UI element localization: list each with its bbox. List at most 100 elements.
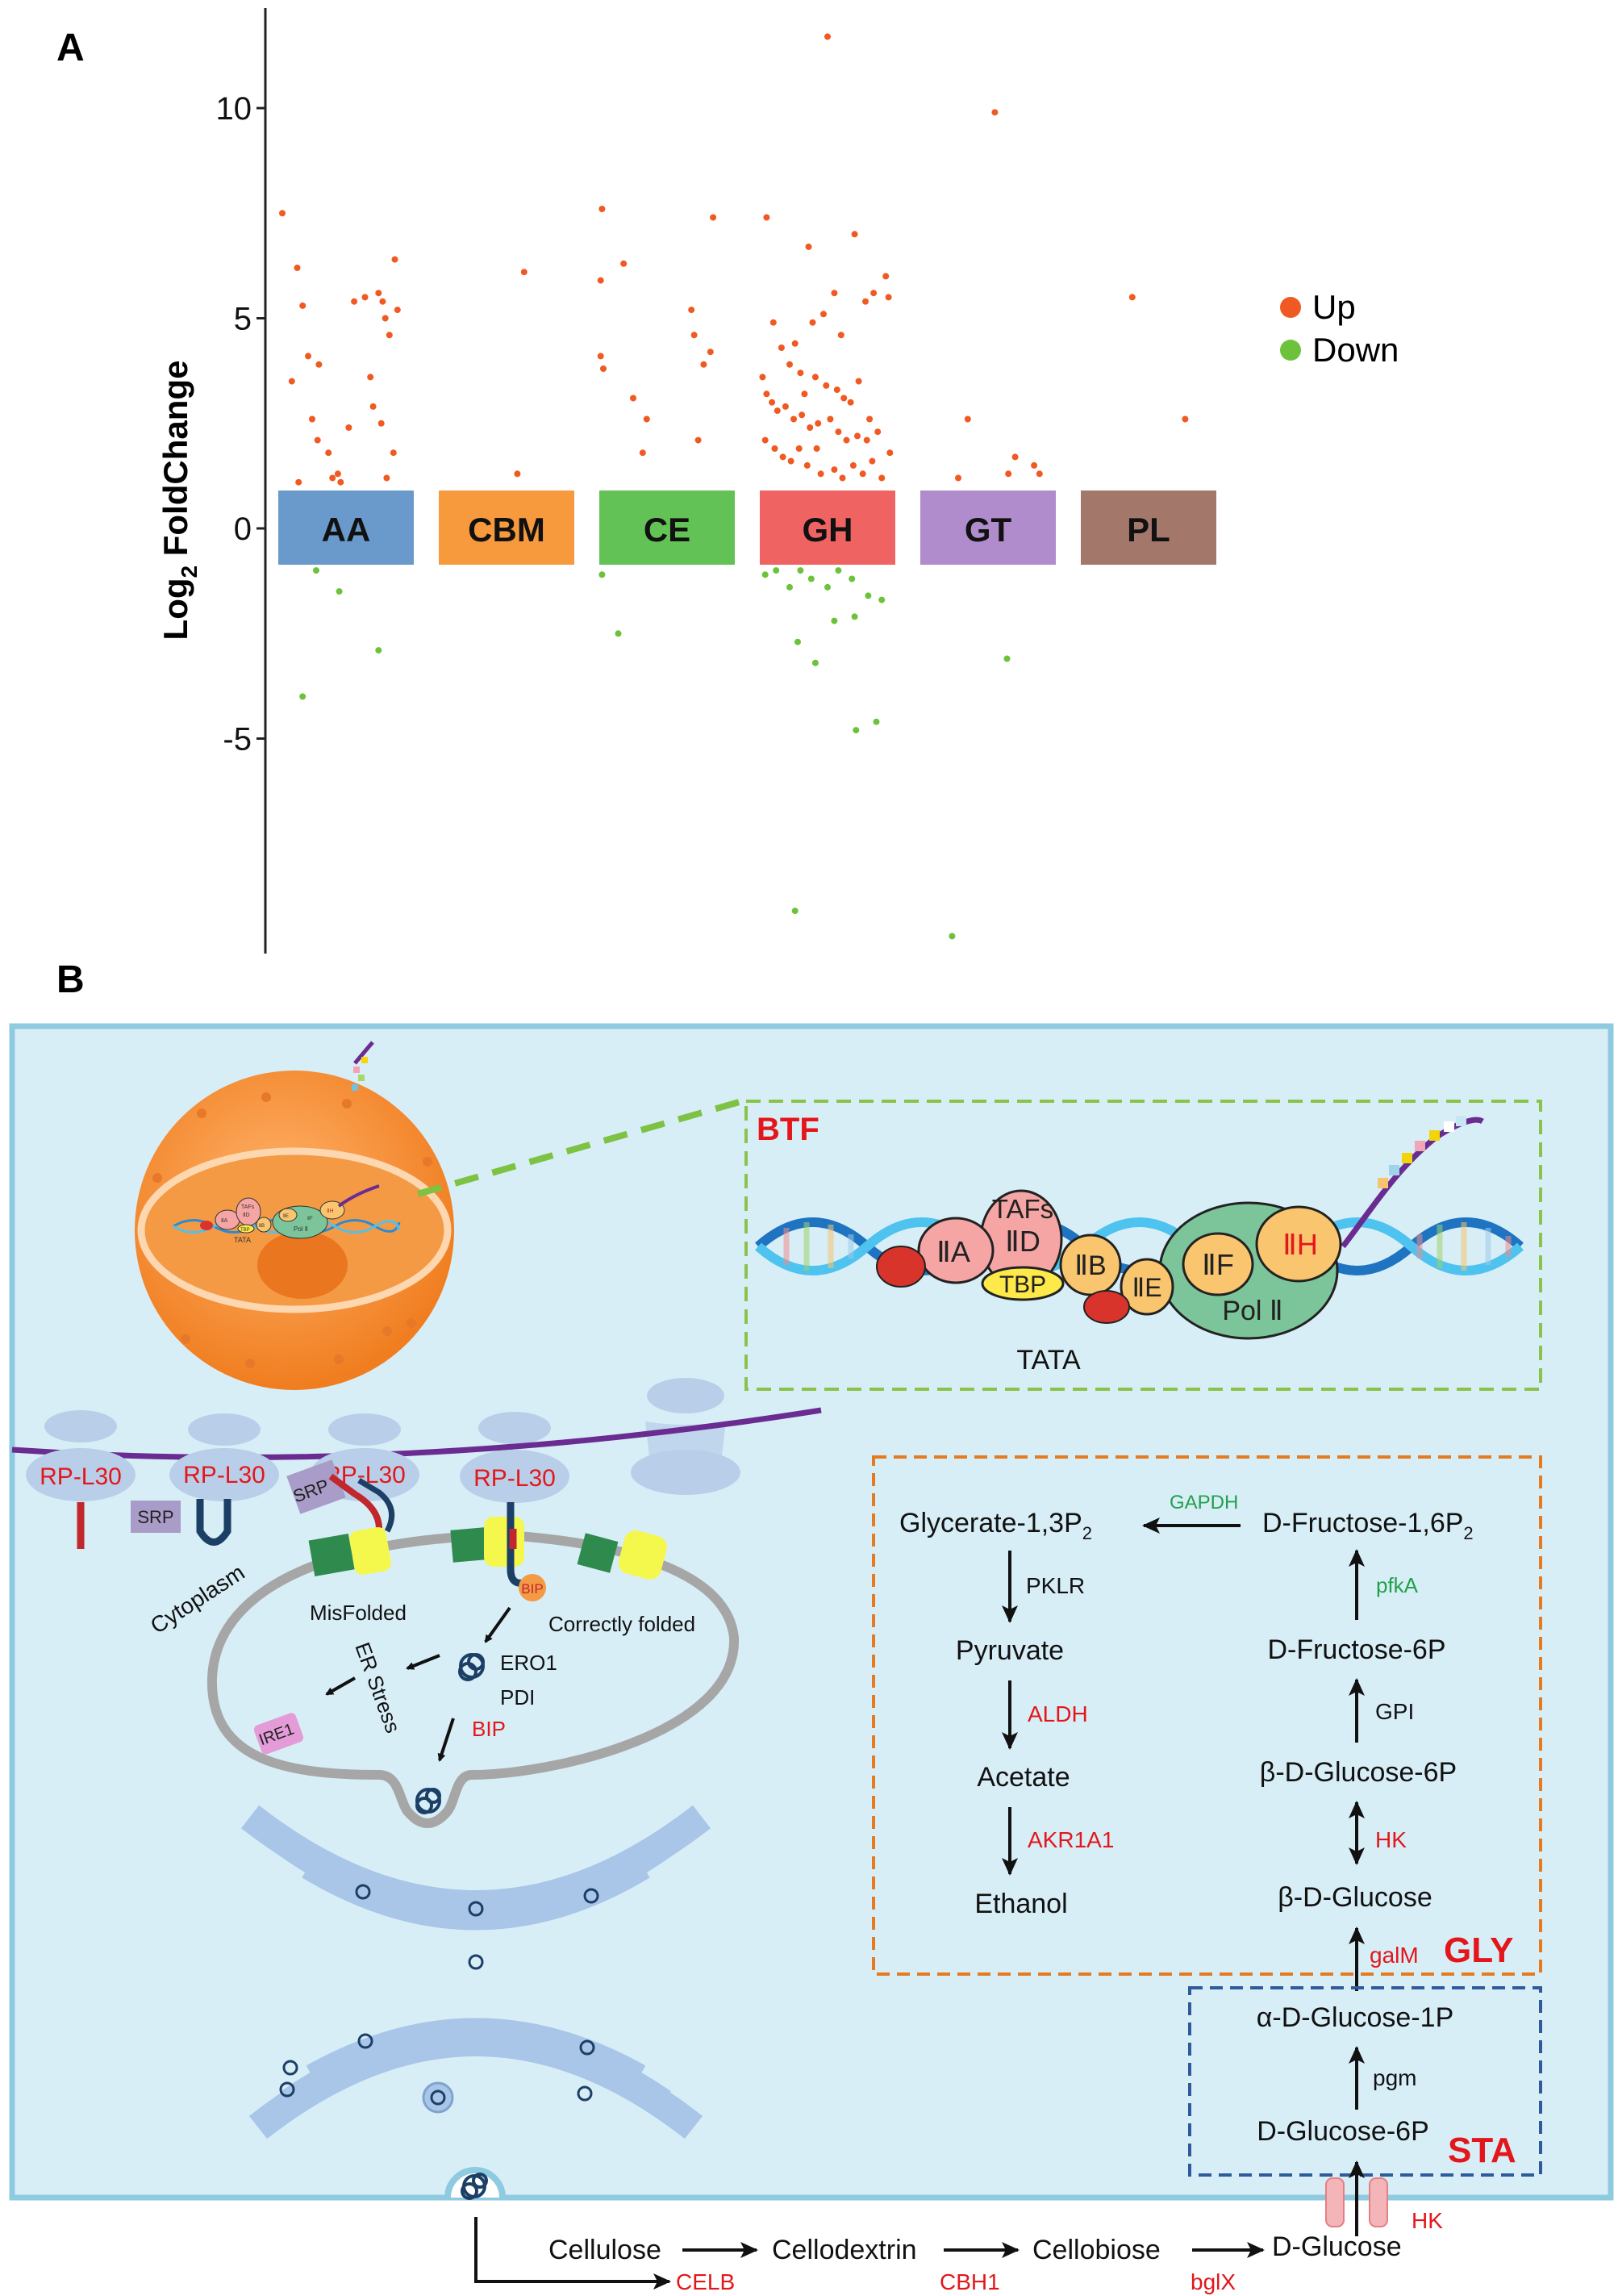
mini-iia: ⅡA <box>221 1218 227 1224</box>
nucleus: TATA TAFs ⅡD ⅡA TBP ⅡB ⅡE Pol Ⅱ ⅡF ⅡH <box>135 1041 744 1390</box>
data-point-up <box>862 298 869 305</box>
data-point-up <box>643 415 650 423</box>
data-point-down <box>811 659 819 666</box>
iia-label: ⅡA <box>936 1235 970 1268</box>
data-point-up <box>294 265 301 271</box>
tbp-label: TBP <box>999 1271 1046 1298</box>
fructose16-sub: 2 <box>1463 1523 1473 1543</box>
er-region: RP-L30 RP-L30 RP-L30 RP-L30 SRP SRP <box>11 1378 822 1828</box>
data-point-up <box>786 361 793 368</box>
exported-mrna <box>353 1041 374 1065</box>
data-point-down <box>375 647 382 654</box>
bglucose-label: β-D-Glucose <box>1278 1882 1432 1913</box>
legend-up-label: Up <box>1312 288 1356 326</box>
data-point-up <box>390 449 397 457</box>
data-point-up <box>869 457 876 465</box>
data-point-up <box>851 231 858 238</box>
data-point-up <box>837 332 844 339</box>
category-label-aa: AA <box>322 511 371 549</box>
btf-title: BTF <box>757 1112 819 1147</box>
iib-label: ⅡB <box>1074 1250 1106 1281</box>
data-point-up <box>597 277 604 284</box>
y-axis-label: Log2 FoldChange <box>156 361 202 641</box>
data-point-down <box>761 571 769 578</box>
correctly-folded-label: Correctly folded <box>548 1612 695 1636</box>
data-point-down <box>797 567 804 574</box>
mini-tbp: TBP <box>240 1228 250 1233</box>
data-point-down <box>786 583 793 591</box>
data-point-up <box>1036 470 1043 478</box>
data-point-up <box>774 407 781 415</box>
data-point-up <box>847 399 854 406</box>
data-point-up <box>690 332 698 339</box>
data-point-up <box>779 453 786 461</box>
data-point-up <box>991 109 999 116</box>
data-point-up <box>801 390 808 398</box>
galm-label: galM <box>1370 1943 1419 1968</box>
data-point-up <box>886 449 894 457</box>
data-point-up <box>805 243 812 250</box>
golgi-cargo <box>279 1884 599 2102</box>
data-point-up <box>1011 453 1019 461</box>
rp-l30-2: RP-L30 <box>183 1462 265 1488</box>
iid-label: ⅡD <box>1005 1225 1040 1258</box>
data-point-up <box>769 319 777 326</box>
bip-small-shape <box>519 1574 546 1601</box>
mini-mrna <box>337 1184 380 1208</box>
nuclear-pores <box>152 1092 432 1368</box>
data-point-down <box>865 592 872 599</box>
ire1-shape <box>253 1713 304 1755</box>
tbp-shape <box>981 1266 1065 1301</box>
data-point-up <box>710 214 717 221</box>
data-point-up <box>771 445 778 452</box>
data-point-up <box>849 461 857 469</box>
red-factor-left <box>876 1246 926 1288</box>
y-tick-label: -5 <box>223 722 252 758</box>
dglucose-label: D-Glucose <box>1272 2231 1402 2262</box>
y-tick-label: 10 <box>216 91 252 127</box>
nucleolus <box>257 1231 348 1299</box>
zoom-link <box>416 1098 744 1197</box>
glucose-transporter <box>1325 2177 1388 2227</box>
data-point-up <box>855 378 862 385</box>
category-label-pl: PL <box>1127 511 1170 549</box>
data-points <box>279 33 1189 940</box>
y-axis-label-rest: FoldChange <box>156 361 194 566</box>
legend-down-marker <box>1280 340 1301 361</box>
mini-tafs: TAFs <box>241 1204 255 1210</box>
extracellular-pathway: Cellulose CELB Cellodextrin CBH1 Cellobi… <box>474 2217 1402 2294</box>
legend-up-marker <box>1280 297 1301 318</box>
cellobiose-label: Cellobiose <box>1032 2235 1161 2265</box>
data-point-up <box>597 353 604 360</box>
data-point-up <box>325 449 332 457</box>
data-point-up <box>787 457 794 465</box>
panel-b: B TATA TAFs ⅡD <box>9 958 1614 2294</box>
data-point-up <box>854 432 861 440</box>
data-point-up <box>815 420 822 427</box>
data-point-up <box>707 349 714 356</box>
data-point-up <box>361 294 369 301</box>
data-point-up <box>782 403 789 410</box>
glycerate-main: Glycerate-1,3P <box>899 1508 1082 1538</box>
data-point-up <box>1182 415 1189 423</box>
sta-box-border <box>1188 1986 1542 2177</box>
iih-shape <box>1255 1205 1342 1283</box>
data-point-up <box>305 353 311 360</box>
iif-shape <box>1182 1232 1254 1296</box>
data-point-up <box>874 428 882 436</box>
bip-label: BIP <box>472 1717 506 1741</box>
iih-label: ⅡH <box>1282 1228 1318 1261</box>
srp-1-label: SRP <box>137 1507 173 1527</box>
fructose16-label: D-Fructose-1,6P2 <box>1262 1508 1474 1543</box>
data-point-up <box>1005 470 1012 478</box>
data-point-up <box>394 307 401 314</box>
data-point-down <box>807 575 815 582</box>
data-point-up <box>369 403 377 410</box>
data-point-up <box>377 420 385 427</box>
data-point-up <box>831 290 838 297</box>
mini-pol: Pol Ⅱ <box>294 1225 308 1233</box>
mrna-strand <box>11 1407 822 1460</box>
data-point-up <box>811 374 819 381</box>
category-box-ce <box>599 491 735 565</box>
